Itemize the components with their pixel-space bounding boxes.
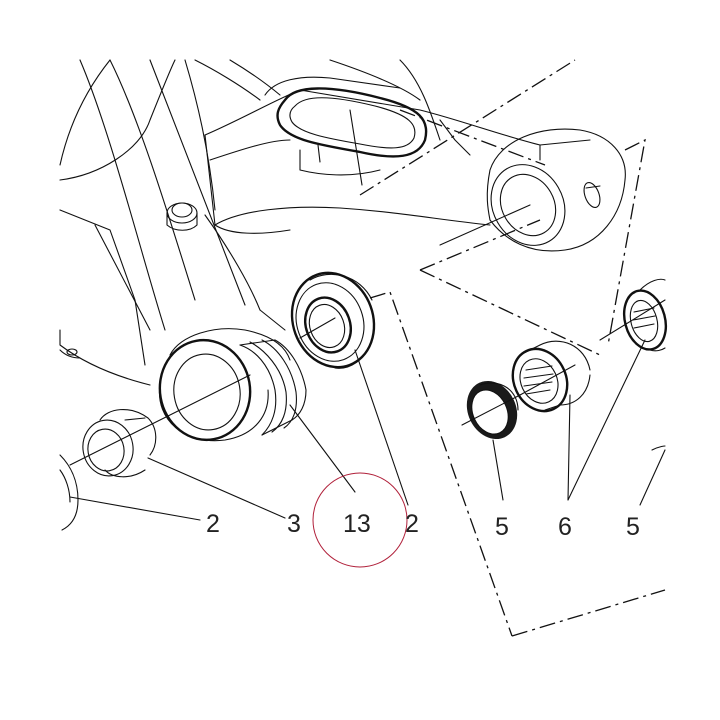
part-2-left-washer [59,454,79,531]
part-6-right-bearing [622,278,668,352]
axis-lines [69,109,666,466]
part-5-right-seal [651,445,666,451]
callout-3: 3 [287,510,301,538]
callout-labels: 2 3 13 2 5 6 5 [206,510,640,541]
threaded-boss [158,328,307,442]
callout-2-center: 2 [405,510,419,538]
callout-5-right: 5 [626,513,640,541]
group-brackets [359,59,666,637]
leader-lines [69,339,666,521]
highlight-circle [312,472,408,568]
rocker-arm [204,87,626,252]
callout-6: 6 [558,513,572,541]
part-3-bushing [82,409,157,478]
callout-5-left: 5 [495,513,509,541]
part-6-needle-bearing [511,340,591,413]
callout-13: 13 [343,510,371,538]
frame-body [59,59,441,386]
callout-2-left: 2 [206,510,220,538]
